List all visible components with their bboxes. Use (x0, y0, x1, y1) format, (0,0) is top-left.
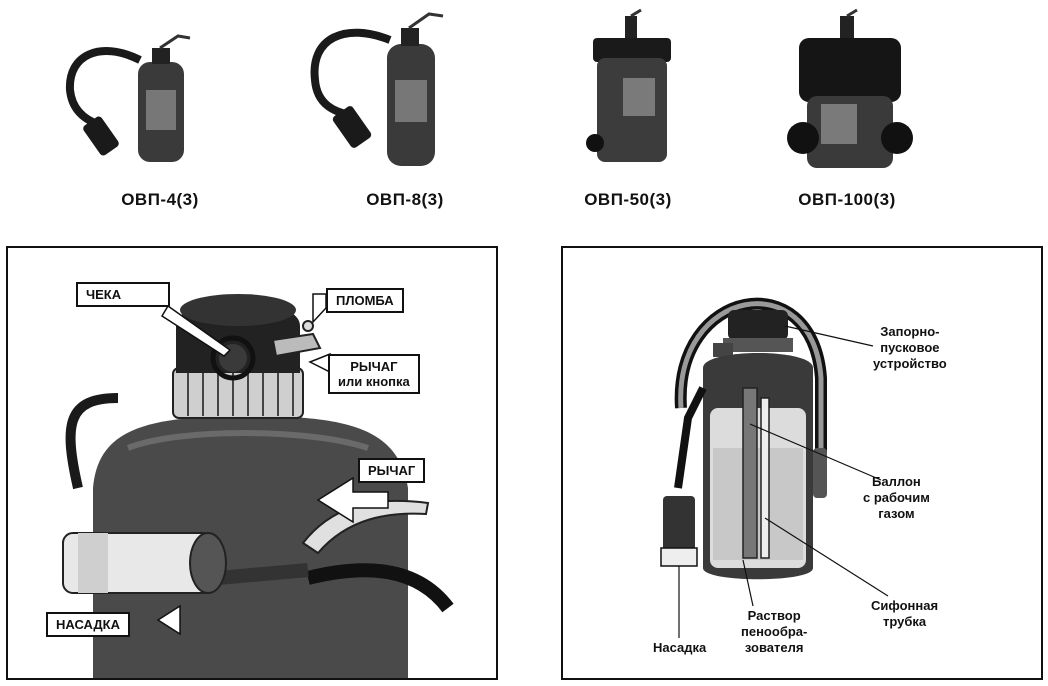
label-siphon-tube: Сифонная трубка (871, 598, 938, 630)
label-valve-assembly: Запорно- пусковое устройство (873, 324, 947, 372)
label-valve-line1: Запорно- (880, 324, 940, 339)
label-valve-line2: пусковое (880, 340, 940, 355)
label-siphon-line1: Сифонная (871, 598, 939, 613)
label-gas-line1: Баллон (872, 474, 921, 489)
callout-seal: ПЛОМБА (326, 288, 404, 313)
label-siphon-line2: трубка (882, 614, 927, 629)
label-gas-line3: газом (878, 506, 915, 521)
callout-lever: РЫЧАГ (358, 458, 426, 483)
callout-nozzle: НАСАДКА (46, 612, 130, 637)
activation-diagram-panel: ЧЕКА ПЛОМБА РЫЧАГ или кнопка РЫЧАГ НАСАД… (6, 246, 498, 680)
model-row: ОВП-4(3) ОВП-8(3) ОВП-50(3) ОВП-100(3) (0, 0, 1048, 220)
callout-lever-or-button: РЫЧАГ или кнопка (328, 354, 420, 394)
extinguisher-closeup-image (62, 293, 454, 678)
callout-lever-line2: или кнопка (338, 374, 410, 389)
model-label: ОВП-8(3) (366, 190, 444, 209)
callout-lever-line1: РЫЧАГ (350, 359, 398, 374)
label-foam-solution: Раствор пенообра- зователя (741, 608, 807, 656)
label-solution-line2: пенообра- (741, 624, 808, 639)
extinguisher-ovp100-image (787, 8, 913, 168)
model-label: ОВП-4(3) (121, 190, 199, 209)
model-label: ОВП-100(3) (798, 190, 896, 209)
extinguisher-ovp8-image (310, 12, 444, 166)
callout-pin: ЧЕКА (76, 282, 170, 307)
extinguisher-cutaway-image (660, 297, 889, 638)
label-valve-line3: устройство (873, 356, 947, 371)
label-gas-cylinder: Баллон с рабочим газом (863, 474, 930, 522)
label-nozzle: Насадка (653, 640, 707, 655)
label-solution-line3: зователя (744, 640, 804, 655)
cutaway-diagram-panel: Запорно- пусковое устройство Баллон с ра… (561, 246, 1043, 680)
extinguisher-ovp4-image (65, 34, 191, 162)
extinguisher-ovp50-image (586, 8, 671, 162)
model-label: ОВП-50(3) (584, 190, 672, 209)
label-gas-line2: с рабочим (863, 490, 930, 505)
label-solution-line1: Раствор (747, 608, 801, 623)
